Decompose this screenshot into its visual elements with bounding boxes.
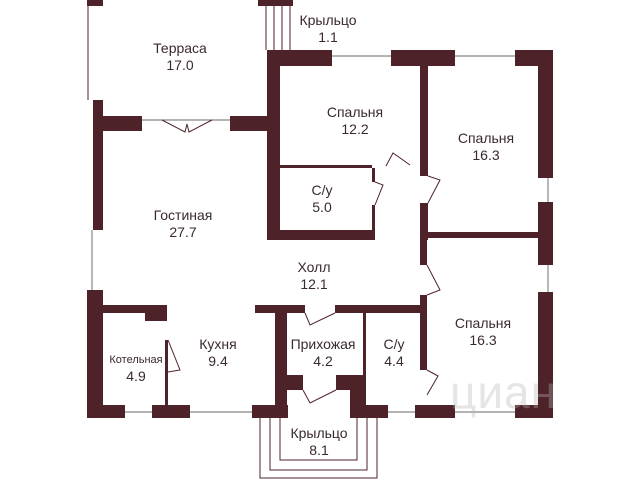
walls	[87, 0, 553, 418]
watermark: циан	[450, 366, 558, 418]
windows-and-lines	[87, 6, 549, 479]
